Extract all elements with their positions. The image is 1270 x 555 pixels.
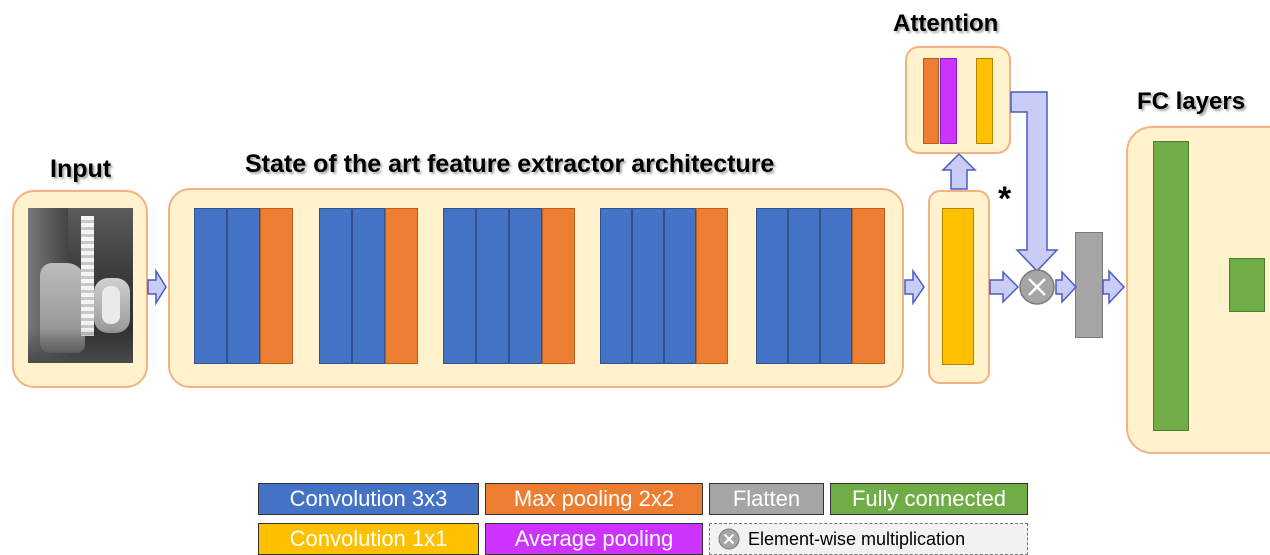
attention-panel [905, 46, 1011, 154]
arrow-right-icon [904, 268, 925, 306]
fc-small-block [1229, 258, 1265, 312]
maxpool-block [260, 208, 293, 364]
input-title: Input [50, 155, 112, 183]
maxpool-block [385, 208, 418, 364]
conv3x3-block [756, 208, 788, 364]
fc-panel [1126, 126, 1270, 454]
fc-title: FC layers [1137, 88, 1246, 115]
conv3x3-block [352, 208, 385, 364]
conv3x3-block [600, 208, 632, 364]
arrow-right-icon [147, 268, 167, 306]
conv3x3-block [509, 208, 542, 364]
maxpool-block [852, 208, 885, 364]
arrow-right-icon [1055, 270, 1078, 304]
attention-maxpool-block [923, 58, 939, 144]
legend-conv3x3: Convolution 3x3 [258, 483, 479, 515]
arrow-up-icon [941, 152, 977, 190]
legend-flatten: Flatten [709, 483, 824, 515]
conv3x3-block [319, 208, 352, 364]
legend-mult: Element-wise multiplication [709, 523, 1028, 555]
legend-conv1x1: Convolution 1x1 [258, 523, 479, 555]
arrow-right-icon [1102, 269, 1126, 305]
conv3x3-block [664, 208, 696, 364]
fc-large-block [1153, 141, 1189, 431]
conv3x3-block [443, 208, 476, 364]
attention-avgpool-block [940, 58, 957, 144]
conv3x3-block [788, 208, 820, 364]
legend-fc: Fully connected [830, 483, 1028, 515]
attention-title: Attention [893, 10, 999, 37]
legend-mult-label: Element-wise multiplication [748, 529, 966, 549]
conv3x3-block [227, 208, 260, 364]
conv1x1-block [942, 208, 974, 365]
flatten-block [1075, 232, 1103, 338]
extractor-title: State of the art feature extractor archi… [245, 150, 775, 178]
multiply-legend-icon [718, 528, 740, 550]
asterisk-label: * [998, 180, 1012, 218]
legend-avgpool: Average pooling [485, 523, 703, 555]
attention-conv1x1-block [976, 58, 993, 144]
conv3x3-block [820, 208, 852, 364]
maxpool-block [696, 208, 728, 364]
arrow-down-icon [1010, 91, 1059, 273]
conv3x3-block [194, 208, 227, 364]
maxpool-block [542, 208, 575, 364]
legend-maxpool: Max pooling 2x2 [485, 483, 703, 515]
conv3x3-block [632, 208, 664, 364]
conv3x3-block [476, 208, 509, 364]
arrow-right-icon [989, 270, 1020, 304]
multiply-node-icon [1019, 269, 1055, 305]
xray-image [28, 208, 133, 363]
